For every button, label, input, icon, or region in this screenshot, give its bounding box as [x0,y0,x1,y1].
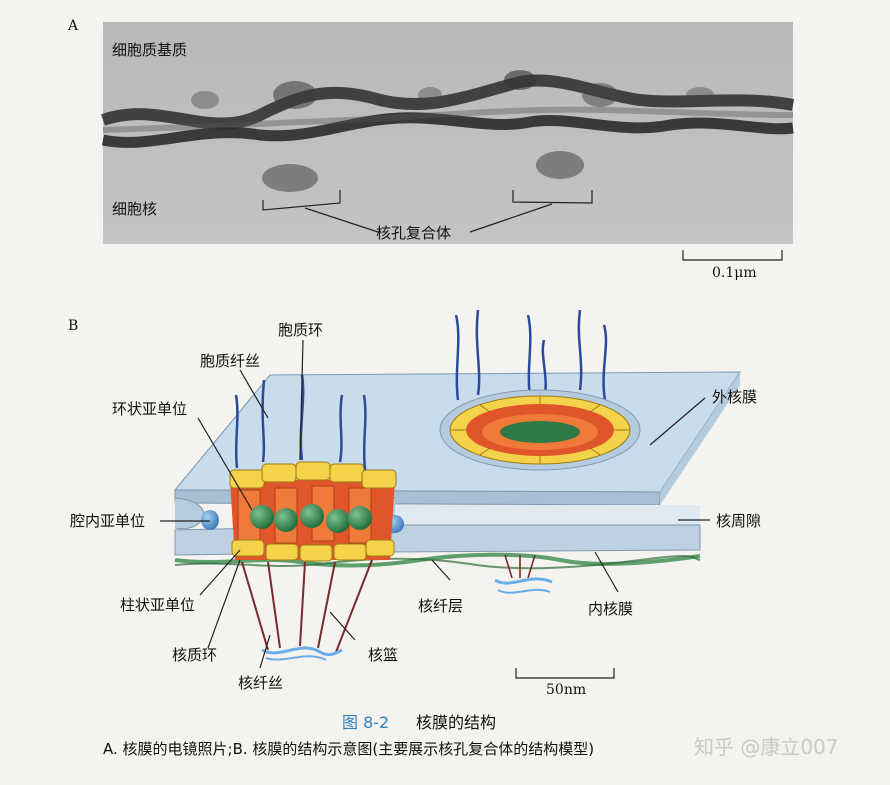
scale-label-b: 50nm [546,682,586,698]
label-nuclear-basket: 核篮 [368,646,398,664]
label-nuclear-ring: 核质环 [172,646,217,664]
npc-brackets [262,190,593,233]
scale-label-a: 0.1μm [712,265,757,281]
membrane-diagram [173,309,741,661]
panel-b-leaders [160,339,710,669]
label-outer-membrane: 外核膜 [712,388,757,406]
label-cytoplasm-matrix: 细胞质基质 [112,41,187,59]
panel-a-letter: A [67,18,79,34]
label-luminal-subunit: 腔内亚单位 [70,512,145,530]
scale-bar-b [515,668,615,679]
label-inner-membrane: 内核膜 [588,600,633,618]
label-npc: 核孔复合体 [376,224,451,242]
label-cytoplasmic-ring: 胞质环 [278,321,323,339]
label-cytoplasmic-filaments: 胞质纤丝 [200,352,260,370]
label-perinuclear-space: 核周隙 [716,512,761,530]
figure-title: 核膜的结构 [416,713,496,732]
figure-number: 图 8-2 [342,713,389,732]
label-annular-subunit: 环状亚单位 [112,400,187,418]
figure-caption: A. 核膜的电镜照片;B. 核膜的结构示意图(主要展示核孔复合体的结构模型) [103,740,594,758]
label-nucleus: 细胞核 [112,200,157,218]
watermark: 知乎 @康立007 [694,735,839,759]
panel-b-letter: B [68,318,78,334]
label-nuclear-lamina: 核纤层 [418,597,463,615]
label-column-subunit: 柱状亚单位 [120,596,195,614]
label-nuclear-fibrils: 核纤丝 [238,674,283,692]
em-photo [101,22,795,244]
scale-bar-a [682,250,783,261]
